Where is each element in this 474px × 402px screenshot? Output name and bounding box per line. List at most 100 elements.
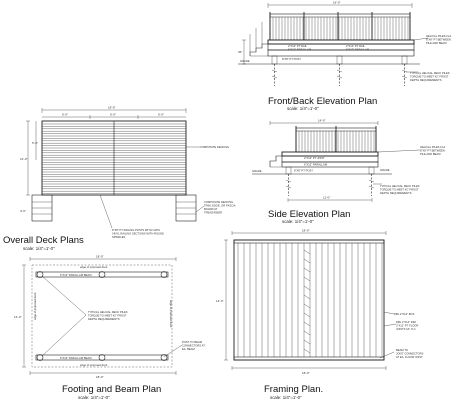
overall-dim-b: 6'-0" — [110, 113, 116, 117]
front-piles-note-3: DEPTH REQUIREMENTS — [410, 78, 442, 82]
front-parallam2-note: 6"X12" PARALLAM — [346, 48, 370, 52]
footing-post-note-1: POST TO BEAM — [182, 340, 203, 344]
framing-joists-note-1: 2"X12" PT FLOOR — [396, 324, 418, 328]
side-pile-note-2: 8"X8" PT BETWEEN — [420, 149, 445, 153]
overall-railing-note-1: 8"X8" PT RAILING POSTS WITH CAPS — [112, 228, 160, 232]
framing-rim-note: DBL 2"X12" RIM — [396, 320, 416, 324]
side-stairs — [269, 155, 282, 168]
footing-piles-note-3: DEPTH REQUIREMENTS — [88, 317, 120, 321]
overall-stair-note-3: BOARD AT — [204, 207, 218, 211]
footing-piles — [36, 271, 168, 361]
overall-stair-note-2: TRIM, EDGE, OR FASCIA — [204, 204, 236, 208]
joist-blocking — [303, 267, 311, 273]
overall-railing-note-3: SPINDLES — [112, 235, 126, 239]
overall-title: Overall Deck Plans — [3, 235, 84, 246]
framing-scale: scale: 1/4"=1'-0" — [270, 395, 302, 400]
overall-dim-left2: 5'-0" — [32, 141, 38, 145]
front-title: Front/Back Elevation Plan — [268, 96, 377, 107]
footing-beam-plan: 18'-0" edge of proposed deck edge of pro… — [14, 255, 205, 401]
framing-rim-top — [233, 239, 385, 244]
front-rim — [267, 39, 415, 45]
side-post-note: 8"X8" PT POST — [294, 169, 313, 173]
overall-dim-c: 6'-0" — [158, 113, 164, 117]
overall-railing-note-2: VINYL RAILING SECTIONS WITH ROUND — [112, 232, 164, 236]
framing-box-note: DBL 2"X12" BOX — [394, 312, 415, 316]
footing-beam-top-label: 6"X12" PARALLAM BEAM — [60, 273, 92, 277]
framing-dim-top: 18'-0" — [302, 229, 310, 233]
overall-dim-a: 6'-0" — [62, 113, 68, 117]
framing-outline — [233, 239, 385, 361]
framing-hanger-note-1: BEAM TO — [396, 348, 408, 352]
front-helical-piles — [271, 64, 408, 86]
side-pile-note-3: PILE AND BEAM — [420, 152, 441, 156]
front-scale: scale: 1/4"=1'-0" — [287, 106, 319, 111]
front-railing — [269, 12, 411, 41]
front-pile-cap-3: PILE AND BEAM — [426, 41, 447, 45]
footing-piles-note-2: TORQUE TO MEET 42" FROST — [88, 314, 127, 318]
side-dim-bottom: 11'-0" — [323, 196, 330, 200]
framing-joists-note-2: JOISTS 16" O.C. — [396, 327, 417, 331]
overall-dim-stair: 4'-0" — [20, 209, 26, 213]
front-grade: GRADE — [240, 59, 250, 63]
front-height: 36" — [238, 50, 242, 54]
footing-beam-top — [35, 271, 169, 278]
framing-dim-bottom: 18'-0" — [302, 371, 310, 375]
side-railing — [295, 126, 377, 153]
footing-dim-left-value: 14'-0" — [14, 315, 22, 319]
side-scale: scale: 1/4"=1'-0" — [282, 219, 314, 224]
front-piles-note-1: TYPICAL HELICAL DECK PILES — [410, 71, 450, 75]
side-title: Side Elevation Plan — [268, 209, 350, 220]
side-dim-top: 14'-0" — [318, 119, 326, 123]
overall-stair-note-4: TREAD/RISER — [204, 211, 222, 215]
side-beam — [281, 161, 379, 168]
joist-blocking — [303, 294, 311, 300]
side-parallam-note: 6"X12" PARALLAM — [304, 163, 328, 167]
footing-deck-edge — [31, 264, 173, 368]
overall-scale: scale: 1/4"=1'-0" — [23, 246, 55, 251]
framing-hanger-note-2: JOIST CONNECTORS — [396, 352, 424, 356]
side-pile-note-1: HELICAL PILES FLA — [420, 145, 445, 149]
front-parallam-note: 6"X12" PARALLAM — [288, 48, 312, 52]
side-rim — [281, 151, 379, 157]
footing-post-note-3: EA. BEAM — [182, 347, 195, 351]
front-elevation: 16'-0" GRADE 36" — [238, 1, 451, 111]
side-piles-note-2: TORQUE TO MEET 42" FROST — [380, 188, 419, 192]
side-joist-note: 2"X12" PT JOIST — [304, 156, 325, 160]
joist-blocking — [303, 330, 311, 336]
joist-blocking — [303, 348, 311, 354]
side-piles-note-1: TYPICAL HELICAL DECK PILES — [380, 184, 420, 188]
overall-stairs — [31, 194, 197, 222]
side-helical-piles — [285, 174, 375, 196]
framing-dim-left: 14'-0" — [216, 299, 224, 303]
joist-blocking — [303, 312, 311, 318]
front-beam-note: 2"X12" PT RAIL — [346, 44, 366, 48]
footing-edge-right: edge of proposed deck — [169, 300, 173, 328]
joist-blocking — [303, 321, 311, 327]
joist-blocking — [303, 258, 311, 264]
framing-rim-bottom — [233, 356, 385, 361]
footing-scale: scale: 1/4"=1'-0" — [78, 395, 110, 400]
front-pile-cap-2: 8"X8" PT BETWEEN — [426, 38, 451, 42]
footing-dim-top: 18'-0" — [96, 255, 104, 259]
footing-beam-bottom — [35, 354, 169, 361]
footing-piles-note-1: TYPICAL HELICAL DECK PILES — [88, 310, 128, 314]
front-pile-cap-1: HELICAL PILES FLA — [426, 34, 451, 38]
framing-hanger-note-3: AT EA. FLOOR JOIST — [396, 355, 423, 359]
joist-blocking — [303, 249, 311, 255]
framing-plan: 18'-0" 14'-0" DBL 2"X12" BOX DBL 2"X12" … — [216, 229, 424, 401]
front-rail-note: 2"X12" PT RAIL — [288, 44, 308, 48]
footing-edge-left: edge of proposed deck — [33, 292, 37, 320]
footing-edge-bottom: edge of proposed deck — [80, 363, 108, 367]
joist-blocking — [303, 303, 311, 309]
footing-title: Footing and Beam Plan — [62, 384, 161, 395]
overall-decking-note: COMPOSITE DECKING — [200, 145, 229, 149]
overall-deck-plan: 18'-0" 6'-0" 6'-0" 6'-0" 14'-0" 5'-0" 4'… — [3, 106, 236, 252]
front-piles-note-2: TORQUE TO MEET 42" FROST — [410, 75, 449, 79]
side-piles-note-3: DEPTH REQUIREMENTS — [380, 191, 412, 195]
front-stairs — [249, 22, 268, 57]
footing-beam-bottom-label: 6"X12" PARALLAM BEAM — [60, 356, 92, 360]
front-dim-top: 16'-0" — [333, 1, 341, 5]
side-grade-right: GRADE — [380, 168, 390, 172]
joist-blocking — [303, 339, 311, 345]
